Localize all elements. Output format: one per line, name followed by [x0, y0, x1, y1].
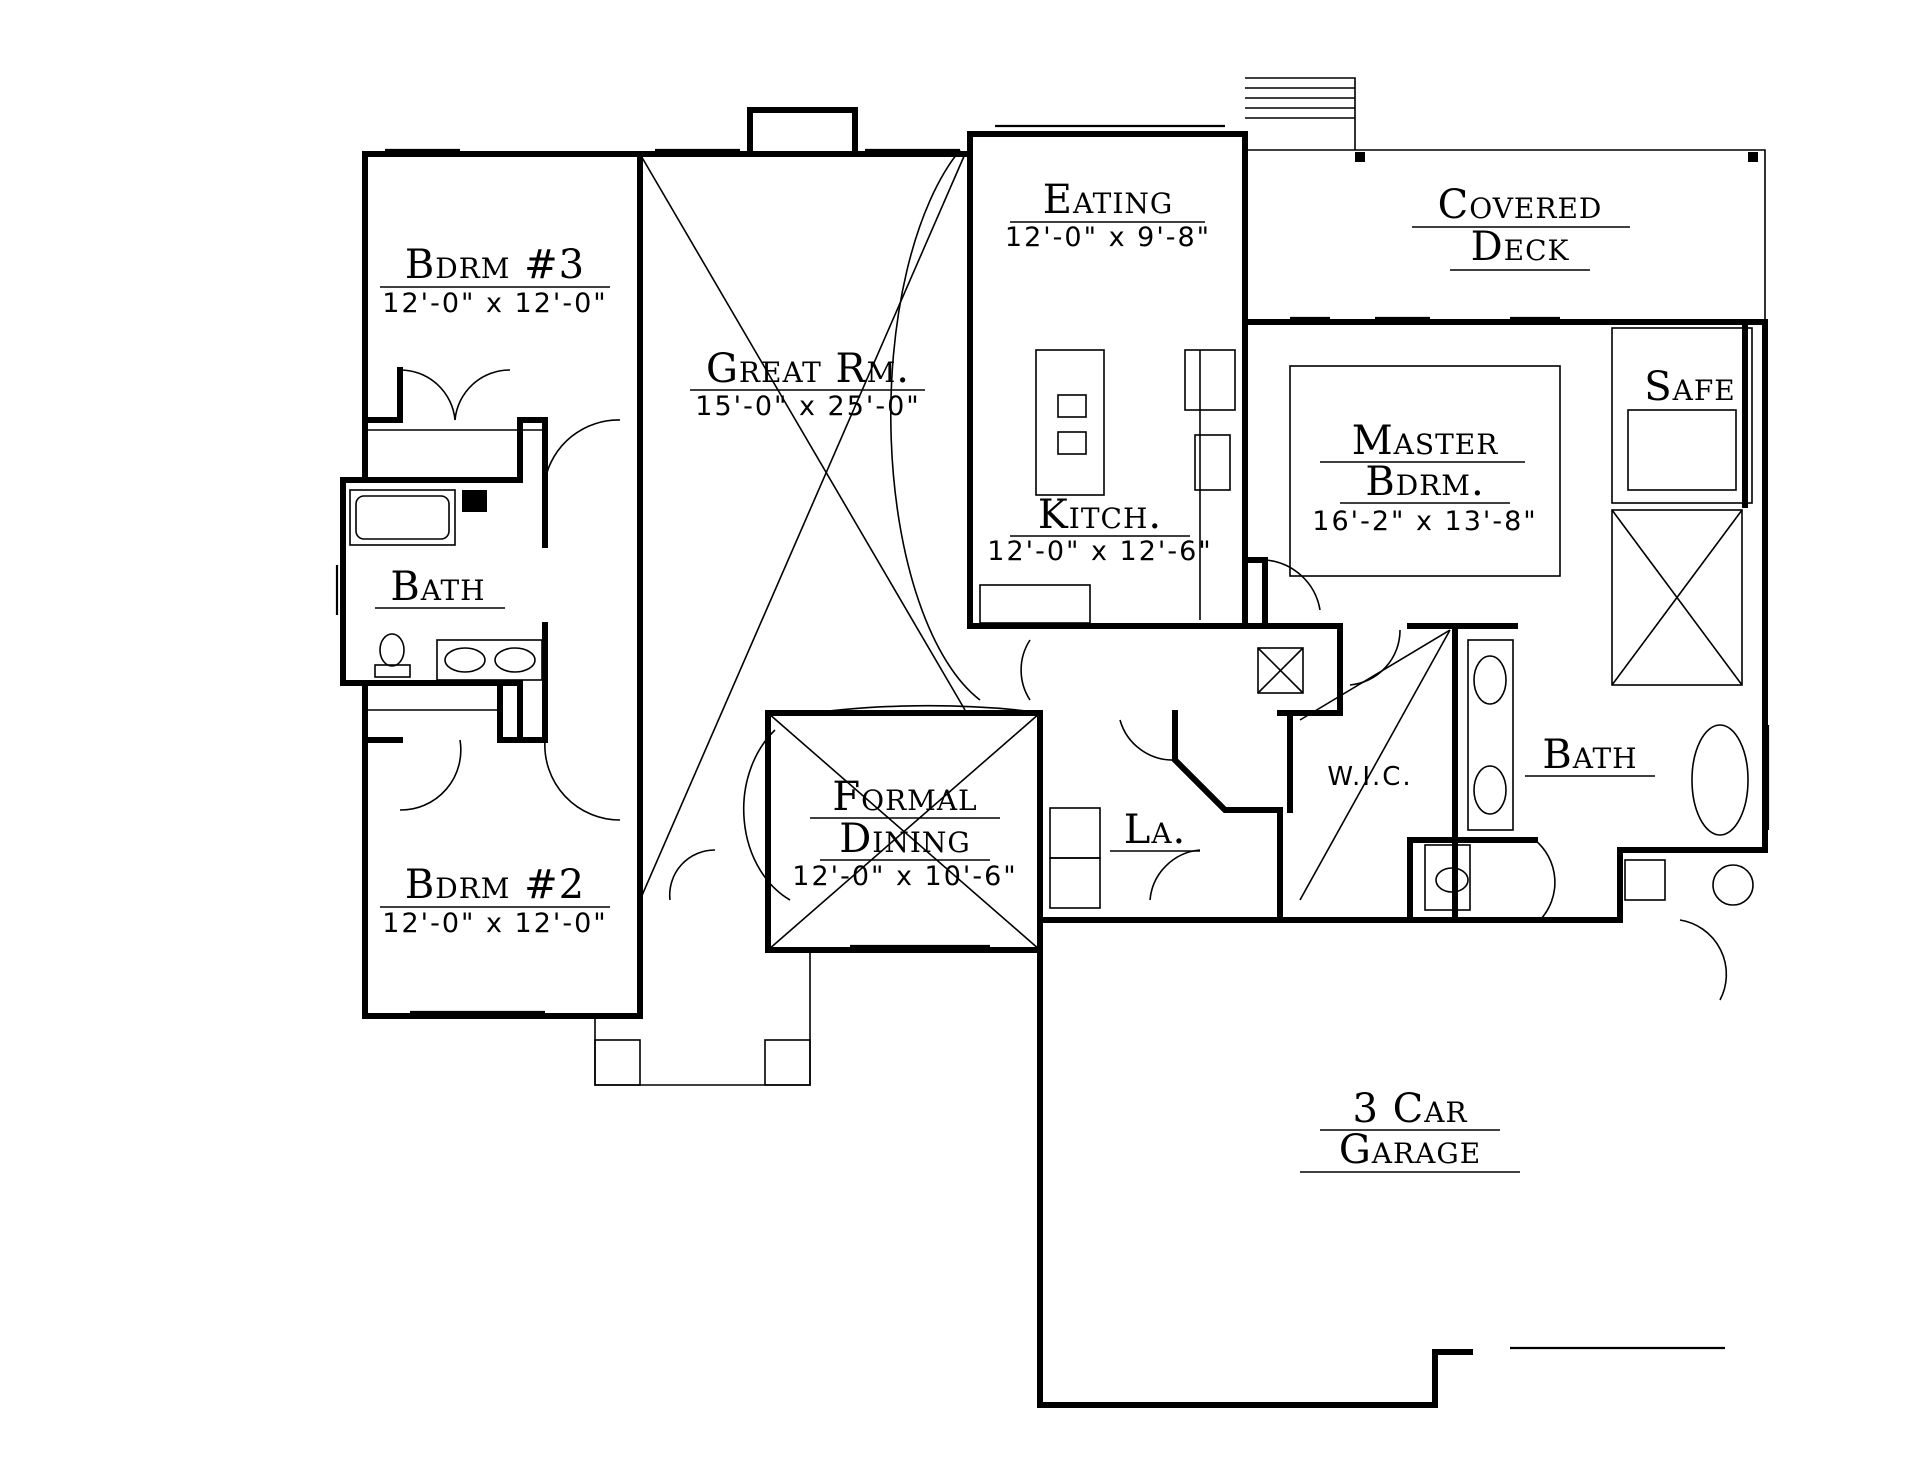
room-name-garage-2: Garage	[1339, 1127, 1481, 1173]
room-labels: Bdrm #3 12'-0" x 12'-0" Great Rm. 15'-0"…	[375, 177, 1736, 1173]
room-size-bdrm2: 12'-0" x 12'-0"	[382, 908, 607, 939]
room-size-master: 16'-2" x 13'-8"	[1312, 506, 1537, 537]
room-name-master-1: Master	[1352, 418, 1499, 464]
room-name-bdrm2: Bdrm #2	[405, 862, 585, 908]
room-name-laundry: La.	[1124, 807, 1187, 853]
room-name-dining-1: Formal	[832, 774, 977, 820]
room-name-bath-master: Bath	[1542, 732, 1637, 778]
room-size-kitch: 12'-0" x 12'-6"	[987, 536, 1212, 567]
room-name-kitch: Kitch.	[1038, 492, 1162, 538]
room-name-bath-hall: Bath	[390, 564, 485, 610]
room-name-eating: Eating	[1043, 177, 1174, 223]
room-name-bdrm3: Bdrm #3	[405, 242, 585, 288]
room-size-bdrm3: 12'-0" x 12'-0"	[382, 288, 607, 319]
room-name-covered-deck-1: Covered	[1438, 182, 1603, 228]
room-name-master-2: Bdrm.	[1365, 459, 1484, 505]
room-size-eating: 12'-0" x 9'-8"	[1005, 222, 1211, 253]
room-name-dining-2: Dining	[839, 816, 971, 862]
room-name-covered-deck-2: Deck	[1471, 224, 1570, 270]
room-name-garage-1: 3 Car	[1352, 1086, 1467, 1132]
room-size-great-rm: 15'-0" x 25'-0"	[695, 391, 920, 422]
room-size-dining: 12'-0" x 10'-6"	[792, 861, 1017, 892]
room-name-safe: Safe	[1644, 364, 1736, 410]
room-name-great-rm: Great Rm.	[706, 346, 910, 392]
room-name-wic: W.I.C.	[1327, 762, 1412, 792]
fixtures	[335, 77, 1770, 1350]
